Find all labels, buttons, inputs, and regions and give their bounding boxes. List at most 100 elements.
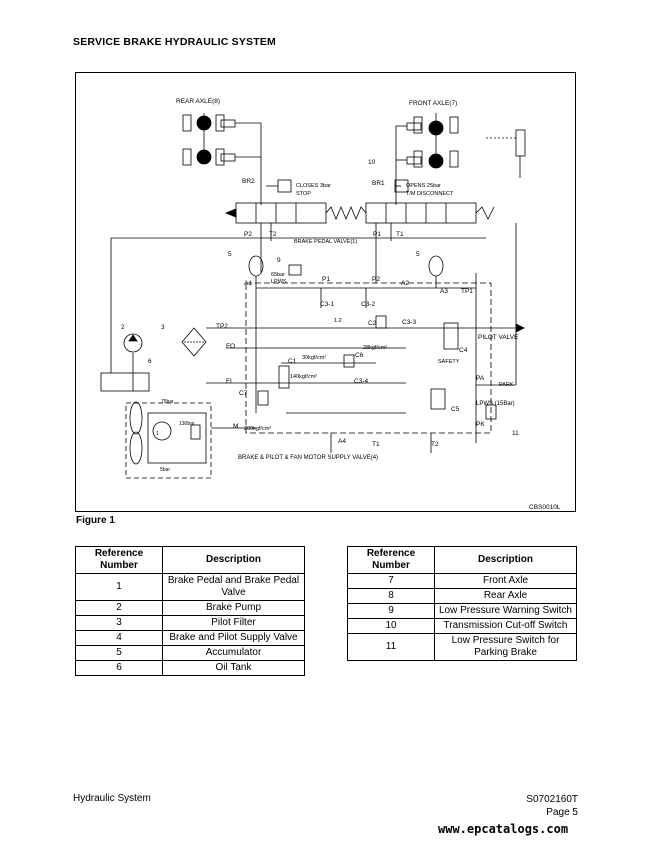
label-30kgf: 30kgf/cm² <box>302 355 326 361</box>
label-5-left: 5 <box>228 251 232 258</box>
ref-number: 9 <box>347 603 435 619</box>
page-title: SERVICE BRAKE HYDRAULIC SYSTEM <box>73 36 276 48</box>
label-figure-code: CBS0010L <box>529 504 561 511</box>
label-200kgf: 200kgf/cm² <box>244 426 271 432</box>
ref-number: 7 <box>347 573 435 589</box>
label-c3-4: C3-4 <box>354 378 368 385</box>
label-1-small: 1 <box>156 431 159 437</box>
label-c4: C4 <box>459 347 468 354</box>
ref-number: 2 <box>75 600 163 616</box>
label-p1-top: P1 <box>373 231 381 238</box>
table-header-row: Reference Number Description <box>347 546 577 574</box>
label-closes: CLOSES 3bar <box>296 183 331 189</box>
oil-tank-symbol <box>100 372 150 392</box>
valve-c7-symbol <box>257 390 269 406</box>
ref-description: Low Pressure Warning Switch <box>434 603 577 619</box>
ref-number: 5 <box>75 645 163 661</box>
label-6: 6 <box>148 358 152 365</box>
label-rear-axle: REAR AXLE(8) <box>176 98 220 105</box>
brake-pedal-valve-symbol <box>224 202 495 224</box>
ref-number: 8 <box>347 588 435 604</box>
label-10: 10 <box>368 159 376 166</box>
header-reference-number: Reference Number <box>347 546 435 574</box>
rear-axle-symbol <box>182 113 262 205</box>
pilot-filter-symbol <box>181 327 207 357</box>
label-p2-mid: P2 <box>372 276 380 283</box>
label-stop: STOP <box>296 191 311 197</box>
label-br1: BR1 <box>372 180 385 187</box>
pilot-valve-c4-symbol <box>443 322 459 350</box>
table-header-row: Reference Number Description <box>75 546 305 574</box>
label-t2-bottom: T2 <box>431 441 439 448</box>
label-c1: C1 <box>288 358 297 365</box>
label-140kgf: 140kgf/cm² <box>290 374 317 380</box>
valve-c2-symbol <box>375 315 387 329</box>
label-br2: BR2 <box>242 178 255 185</box>
label-safety: SAFETY <box>438 359 460 365</box>
label-c3-3: C3-3 <box>402 319 416 326</box>
label-m: M <box>233 423 238 430</box>
label-lpws: LPWS <box>271 279 287 285</box>
label-c6: C6 <box>355 352 364 359</box>
label-c7: C7 <box>239 390 248 397</box>
label-130bar: 130bar <box>179 421 195 427</box>
supply-valve-boundary <box>245 282 492 434</box>
label-tm-disconnect: T/M DISCONNECT <box>406 191 454 197</box>
footer-doc-number: S0702160T <box>526 794 578 805</box>
ref-description: Front Axle <box>434 573 577 589</box>
label-28kgf: 28kgf/cm² <box>363 345 387 351</box>
accumulator-right-symbol <box>428 255 444 277</box>
ref-description: Oil Tank <box>162 660 305 676</box>
ref-number: 4 <box>75 630 163 646</box>
ref-description: Brake and Pilot Supply Valve <box>162 630 305 646</box>
watermark-url: www.epcatalogs.com <box>438 822 569 836</box>
valve-c5-symbol <box>430 388 446 410</box>
label-c3-1: C3-1 <box>320 301 334 308</box>
footer-section-name: Hydraulic System <box>73 793 151 804</box>
ref-description: Transmission Cut-off Switch <box>434 618 577 634</box>
ref-number: 3 <box>75 615 163 631</box>
figure-caption: Figure 1 <box>76 515 115 526</box>
label-a3: A3 <box>440 288 448 295</box>
label-pilot-valve: PILOT VALVE <box>478 334 519 341</box>
label-3: 3 <box>161 324 165 331</box>
label-p2-top: P2 <box>244 231 252 238</box>
label-c2: C2 <box>368 320 377 327</box>
label-5bar: 5bar <box>160 467 170 473</box>
header-description: Description <box>162 546 305 574</box>
ref-number: 1 <box>75 573 163 601</box>
ref-description: Low Pressure Switch for Parking Brake <box>434 633 577 661</box>
schematic-drawing: REAR AXLE(8) FRONT AXLE(7) BR2 BR1 CLOSE… <box>100 98 561 511</box>
cutoff-switch-symbol <box>515 129 526 157</box>
label-9: 9 <box>277 257 281 264</box>
header-reference-number: Reference Number <box>75 546 163 574</box>
valve-c6-symbol <box>343 354 355 368</box>
label-t1-bottom: T1 <box>372 441 380 448</box>
ref-description: Rear Axle <box>434 588 577 604</box>
label-pk: PK <box>476 421 485 428</box>
label-a1: A1 <box>244 280 252 287</box>
label-front-axle: FRONT AXLE(7) <box>409 100 457 107</box>
hydraulic-schematic: REAR AXLE(8) FRONT AXLE(7) BR2 BR1 CLOSE… <box>75 72 576 512</box>
ref-number: 6 <box>75 660 163 676</box>
label-c3-2: C3-2 <box>361 301 375 308</box>
lpws-switch-symbol <box>288 264 302 276</box>
label-tp1: TP1 <box>461 288 473 295</box>
label-a2: A2 <box>401 280 409 287</box>
label-c5: C5 <box>451 406 460 413</box>
label-brake-pedal-valve: BRAKE PEDAL VALVE(1) <box>294 239 357 245</box>
label-t2-top: T2 <box>269 231 277 238</box>
label-fi: FI <box>226 378 232 385</box>
lpws-park-switch-symbol <box>485 404 497 420</box>
fan-motor-symbol <box>152 421 172 441</box>
